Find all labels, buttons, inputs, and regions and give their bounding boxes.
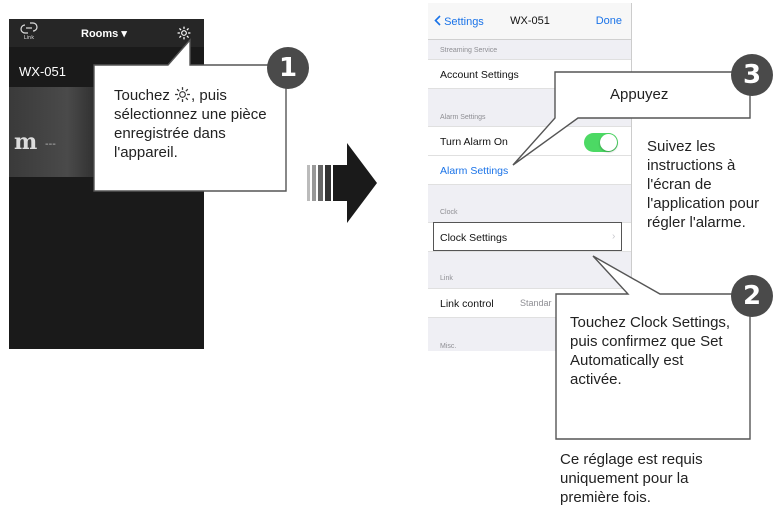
link-label: Link xyxy=(23,35,35,41)
settings-navbar: Settings WX-051 Done xyxy=(428,3,631,40)
alarm-toggle[interactable] xyxy=(584,133,618,152)
row-account-settings[interactable]: Account Settings xyxy=(428,59,631,89)
row-alarm-settings[interactable]: Alarm Settings xyxy=(428,155,631,185)
step-badge-3: 3 xyxy=(731,54,773,96)
step-number: 2 xyxy=(742,281,762,311)
screen-title: WX-051 xyxy=(510,15,550,27)
step-number: 3 xyxy=(742,60,762,90)
row-turn-alarm-on[interactable]: Turn Alarm On xyxy=(428,126,631,156)
rooms-dropdown[interactable]: Rooms ▾ xyxy=(81,28,127,40)
section-misc: Misc. xyxy=(440,343,457,350)
callout-1-text: Touchez , puis sélectionnez une pièce en… xyxy=(114,86,279,162)
callout-2-text: Touchez Clock Settings, puis confirmez q… xyxy=(570,314,731,388)
clock-settings-highlight xyxy=(433,222,622,251)
step-badge-2: 2 xyxy=(731,275,773,317)
row-label: Turn Alarm On xyxy=(440,136,508,148)
callout-1-text-after: , puis sélectionnez une pièce enregistré… xyxy=(114,87,267,161)
row-label: Clock Settings xyxy=(440,232,508,244)
row-label: Account Settings xyxy=(440,69,519,81)
chevron-right-icon: › xyxy=(612,231,616,242)
callout-1-text-before: Touchez xyxy=(114,87,175,104)
step-number: 1 xyxy=(278,53,298,83)
row-label: Alarm Settings xyxy=(440,165,509,177)
alarm-instructions-note: Suivez les instructions à l'écran de l'a… xyxy=(647,138,760,231)
section-alarm: Alarm Settings xyxy=(440,114,486,121)
row-value: Standar xyxy=(520,298,552,308)
right-phone-screen: Settings WX-051 Done Streaming Service A… xyxy=(428,3,632,351)
chevron-left-icon xyxy=(434,15,441,26)
gear-icon[interactable] xyxy=(177,25,191,40)
row-label: Link control xyxy=(440,298,494,310)
section-link: Link xyxy=(440,275,453,282)
tile-dash: --- xyxy=(45,139,56,150)
section-clock: Clock xyxy=(440,209,458,216)
arrow-right-icon xyxy=(307,143,377,223)
first-time-note: Ce réglage est requis uniquement pour la… xyxy=(560,451,703,506)
back-label: Settings xyxy=(444,16,484,28)
done-button[interactable]: Done xyxy=(595,15,622,27)
step-badge-1: 1 xyxy=(267,47,309,89)
link-icon[interactable]: Link xyxy=(19,22,39,44)
left-topbar: Link Rooms ▾ xyxy=(9,19,204,47)
section-streaming: Streaming Service xyxy=(440,47,498,54)
tile-logo: m xyxy=(14,129,38,155)
device-name: WX-051 xyxy=(19,64,66,79)
callout-3-text: Appuyez xyxy=(610,86,669,103)
back-button[interactable]: Settings xyxy=(434,15,484,28)
left-phone-screen: Link Rooms ▾ WX-051 m --- xyxy=(9,19,204,349)
gear-icon xyxy=(175,87,190,102)
